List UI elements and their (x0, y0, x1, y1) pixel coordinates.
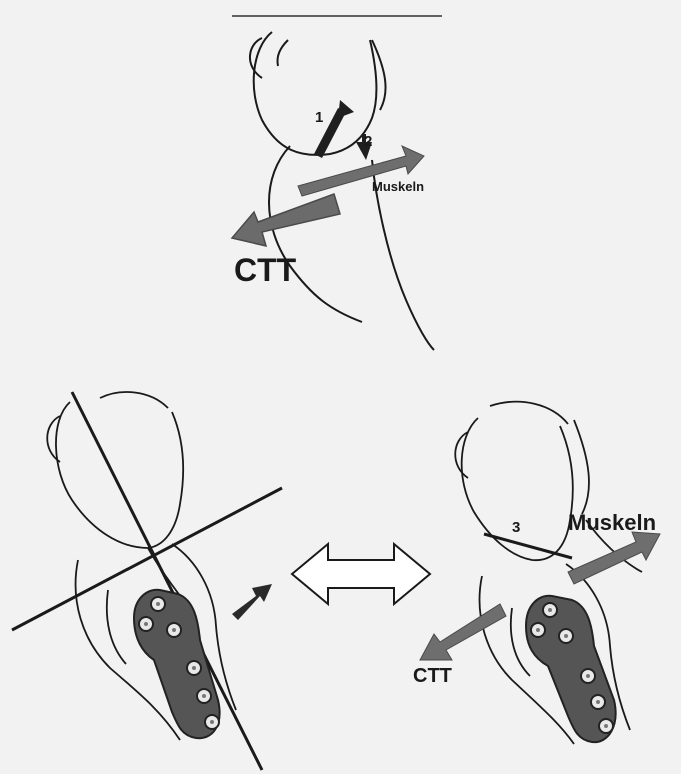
axis-vertical (72, 392, 262, 770)
label-1: 1 (315, 110, 323, 125)
bottom-right-diagram (420, 402, 660, 744)
bottom-left-plate (134, 590, 220, 738)
top-ctt-label: CTT (234, 254, 296, 286)
label-3: 3 (512, 520, 520, 535)
bottom-right-ctt-arrow (420, 604, 506, 660)
bottom-right-muscles-label: Muskeln (568, 512, 656, 534)
top-ctt-arrow (232, 194, 340, 246)
arrow-1-head (338, 100, 354, 118)
double-arrow (292, 544, 430, 604)
bottom-right-muscle-arrow (568, 532, 660, 584)
label-2: 2 (364, 134, 372, 149)
line-3 (484, 534, 572, 558)
bottom-right-plate (526, 596, 616, 742)
bottom-left-arrow (232, 584, 272, 620)
bottom-left-diagram (12, 392, 282, 770)
top-muscles-label: Muskeln (372, 180, 424, 193)
bottom-right-ctt-label: CTT (413, 666, 452, 686)
